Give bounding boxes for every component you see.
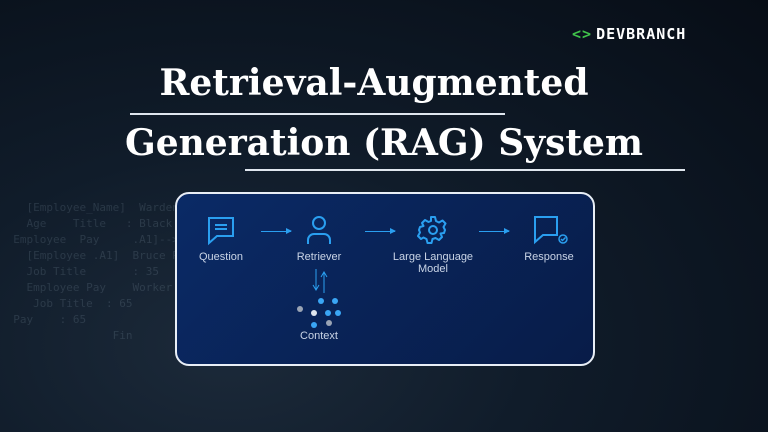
arrow-question-retriever [261, 228, 292, 234]
node-question: Question [171, 214, 271, 263]
brand-name: DEVBRANCH [596, 25, 687, 43]
bidirectional-arrows [312, 269, 328, 293]
arrow-retriever-llm [365, 228, 396, 234]
code-brackets-icon: <> [572, 25, 593, 43]
node-context: Context [269, 330, 369, 342]
title-line-2: Generation (RAG) System [124, 122, 644, 164]
arrow-llm-response [479, 228, 510, 234]
chat-icon [208, 217, 234, 246]
node-label: Large Language Model [392, 251, 474, 275]
node-label: Response [524, 251, 574, 263]
rag-diagram-card: Question Retriever Context Large Languag… [175, 192, 595, 366]
user-icon [307, 216, 331, 244]
node-label: Retriever [296, 251, 342, 263]
node-retriever: Retriever [269, 214, 369, 263]
gear-icon [417, 216, 447, 244]
node-llm: Large Language Model [383, 214, 483, 275]
node-response: Response [499, 214, 599, 263]
chat-check-icon [534, 216, 568, 245]
title-underline-1 [130, 113, 505, 115]
node-label: Context [300, 330, 338, 342]
title-line-1: Retrieval-Augmented [159, 62, 589, 104]
title-underline-2 [245, 169, 685, 171]
brand-logo: <> DEVBRANCH [572, 25, 686, 43]
node-label: Question [198, 251, 244, 263]
